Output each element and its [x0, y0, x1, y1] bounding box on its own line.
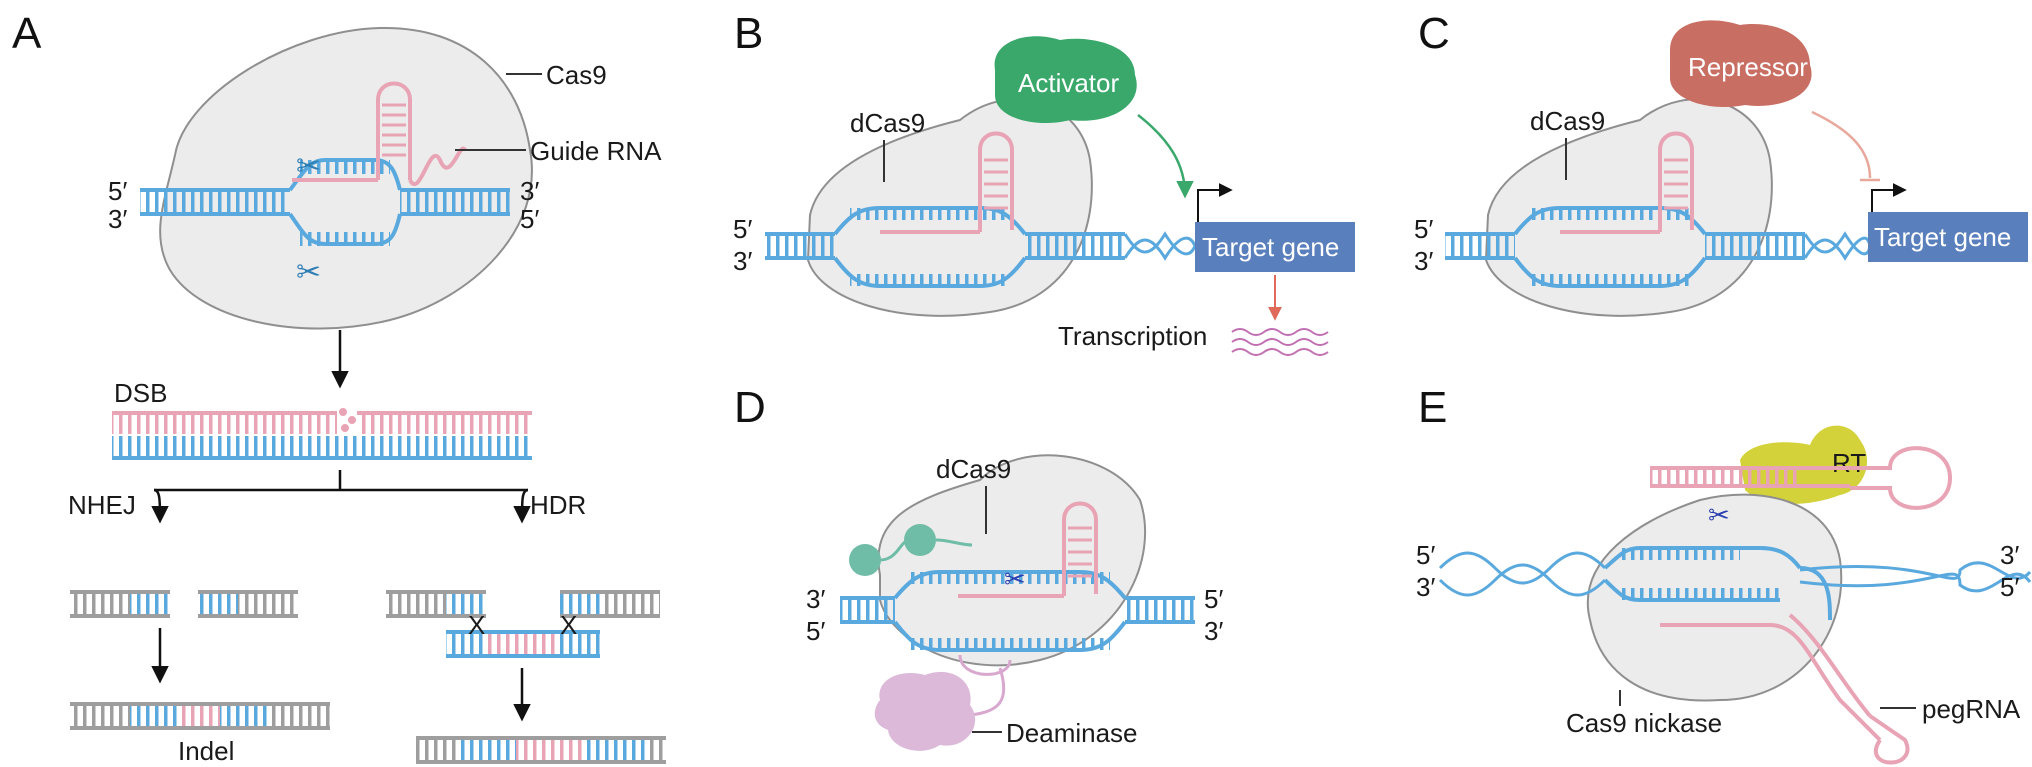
- promoter-arrow: [1871, 183, 1907, 222]
- pegrna-loop: [1850, 446, 1953, 510]
- dna-helix: [1803, 231, 1872, 261]
- activator-label: Activator: [1018, 68, 1119, 98]
- deaminase-domain: [849, 544, 881, 576]
- scissors-icon: ✂: [296, 149, 321, 184]
- target-gene-box: [1195, 222, 1355, 272]
- pegrna-label: pegRNA: [1922, 694, 2021, 724]
- repression-arrow: [1811, 110, 1872, 179]
- panel-a: A Cas9 Guide RNA ✂ ✂ 5′ 3′ 3′ 5′: [12, 9, 666, 766]
- panel-c-letter: C: [1418, 9, 1450, 58]
- dsb-top-right: [357, 414, 532, 434]
- five-prime-label: 5′: [108, 176, 127, 206]
- panel-b-letter: B: [734, 9, 763, 58]
- panel-d-letter: D: [734, 383, 766, 432]
- three-prime-label: 3′: [1414, 246, 1433, 276]
- nhej-label: NHEJ: [68, 490, 136, 520]
- three-prime-label: 3′: [108, 204, 127, 234]
- panel-e: E RT ✂ 5′ 3′ 3′ 5′ Cas9 nickase pegRNA: [1416, 383, 2032, 765]
- deaminase-domain: [904, 524, 936, 556]
- five-prime-label: 5′: [1204, 584, 1223, 614]
- crossover-mark: X: [560, 610, 577, 640]
- five-prime-label: 5′: [806, 616, 825, 646]
- panel-e-letter: E: [1418, 383, 1447, 432]
- dsb-top-left: [112, 414, 337, 434]
- scissors-icon: ✂: [296, 255, 321, 290]
- deaminase-label: Deaminase: [1006, 718, 1138, 748]
- transcription-label: Transcription: [1058, 321, 1207, 351]
- five-prime-label: 5′: [520, 204, 539, 234]
- guide-rna-label: Guide RNA: [530, 136, 662, 166]
- dna-helix-right: [1799, 561, 2032, 593]
- panel-b: B dCas9 Activator 5′ 3′ Target gene Tran…: [733, 9, 1355, 356]
- three-prime-label: 3′: [806, 584, 825, 614]
- target-gene-label: Target gene: [1874, 222, 2011, 252]
- five-prime-label: 5′: [1414, 214, 1433, 244]
- three-prime-label: 3′: [520, 176, 539, 206]
- cas9-nickase-label: Cas9 nickase: [1566, 708, 1722, 738]
- crossover-mark: X: [468, 610, 485, 640]
- mrna-waves: [1231, 328, 1329, 356]
- five-prime-label: 5′: [2000, 572, 2019, 602]
- dna-duplex-left: [140, 192, 290, 212]
- panel-c: C dCas9 Repressor 5′ 3′ Target gene: [1414, 9, 2028, 317]
- cas9-label: Cas9: [546, 60, 607, 90]
- three-prime-label: 3′: [1204, 616, 1223, 646]
- five-prime-label: 5′: [1416, 540, 1435, 570]
- panel-d: D dCas9 ✂ 3′ 5′ 5′ 3′ Deaminase: [734, 383, 1223, 751]
- guide-rna-hairpin: [376, 81, 412, 180]
- target-gene-box: [1868, 212, 2028, 262]
- dna-helix: [1123, 231, 1197, 261]
- hdr-product: [416, 736, 666, 764]
- activation-arrow: [1137, 114, 1194, 199]
- dcas9-protein: [877, 454, 1147, 667]
- guide-rna: [1658, 131, 1694, 232]
- promoter-arrow: [1197, 183, 1233, 222]
- dcas9-label: dCas9: [1530, 106, 1605, 136]
- deaminase-protein: [874, 671, 976, 751]
- guide-rna: [1062, 501, 1098, 596]
- dcas9-label: dCas9: [850, 108, 925, 138]
- rt-label: RT: [1832, 448, 1866, 478]
- guide-rna: [978, 131, 1014, 232]
- scissors-icon: ✂: [1708, 501, 1730, 531]
- target-gene-label: Target gene: [1202, 232, 1339, 262]
- repressor-protein: [1670, 20, 1812, 107]
- indel-label: Indel: [178, 736, 234, 766]
- indel-product: [70, 702, 330, 730]
- dcas9-label: dCas9: [936, 454, 1011, 484]
- dna-duplex-right: [400, 192, 510, 212]
- hdr-template: [386, 590, 660, 658]
- three-prime-label: 3′: [1416, 572, 1435, 602]
- dsb-label: DSB: [114, 378, 167, 408]
- pegrna-spacer: [1660, 623, 1882, 742]
- five-prime-label: 5′: [733, 214, 752, 244]
- nhej-fragments: [70, 590, 298, 618]
- repressor-label: Repressor: [1688, 52, 1808, 82]
- hdr-label: HDR: [530, 490, 586, 520]
- scissors-icon: ✂: [1004, 565, 1026, 595]
- dsb-bottom-strand: [112, 436, 532, 456]
- three-prime-label: 3′: [2000, 540, 2019, 570]
- panel-a-letter: A: [12, 9, 42, 58]
- activator-protein: [994, 36, 1137, 123]
- three-prime-label: 3′: [733, 246, 752, 276]
- dna-helix-left: [1438, 551, 1607, 597]
